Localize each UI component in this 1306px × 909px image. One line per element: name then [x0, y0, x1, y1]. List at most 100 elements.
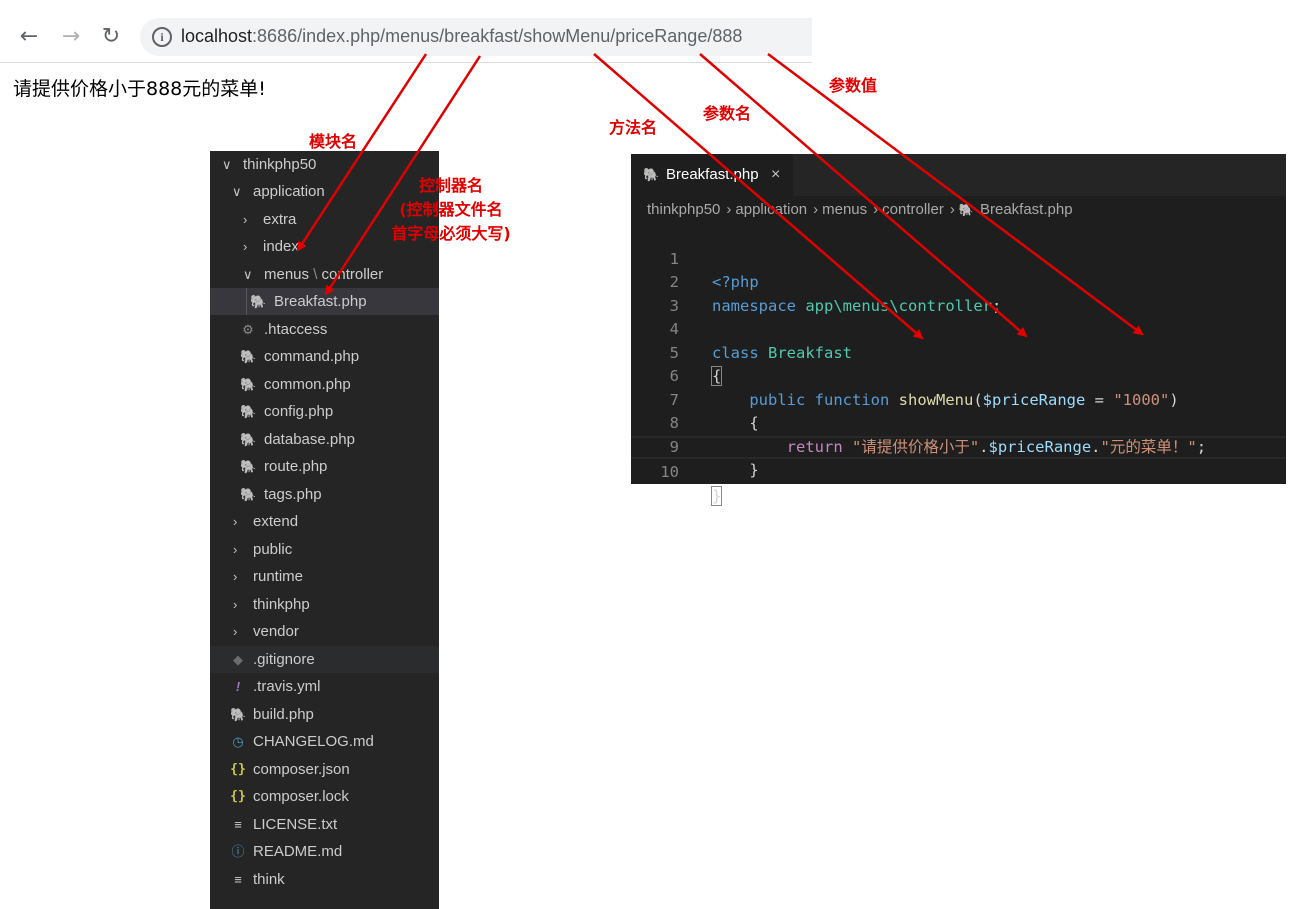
text-lines-icon: ≡ [234, 817, 242, 832]
tree-label: thinkphp50 [243, 156, 317, 173]
tree-file-htaccess[interactable]: ⚙ .htaccess [210, 316, 439, 343]
tree-label: tags.php [264, 486, 322, 503]
breadcrumb-item[interactable]: thinkphp50 [647, 201, 721, 218]
code-token: "1000" [1113, 390, 1170, 409]
annotation-line: 控制器名 [418, 176, 483, 195]
breadcrumb-item[interactable]: Breakfast.php [979, 201, 1073, 218]
page-output-text: 请提供价格小于888元的菜单! [13, 78, 266, 100]
tree-file-common-php[interactable]: 🐘 common.php [210, 371, 439, 398]
tree-folder-runtime[interactable]: › runtime [210, 563, 439, 590]
chevron-right-icon: › [243, 239, 248, 254]
tree-folder-vendor[interactable]: › vendor [210, 618, 439, 645]
tree-file-gitignore[interactable]: ◆ .gitignore [210, 646, 439, 673]
exclamation-icon: ! [235, 679, 241, 694]
tree-label: .gitignore [253, 651, 315, 668]
code-line: 8 return "请提供价格小于".$priceRange."元的菜单！"; [631, 389, 1286, 456]
chevron-right-icon: › [813, 201, 819, 218]
php-elephant-icon: 🐘 [250, 294, 267, 309]
tree-label: runtime [253, 568, 304, 585]
tree-label: .travis.yml [253, 678, 321, 695]
tree-label: database.php [264, 431, 355, 448]
code-token: . [979, 437, 989, 456]
code-token: = [1085, 390, 1114, 409]
tree-label: controller [321, 266, 384, 283]
breadcrumb-item[interactable]: application [735, 201, 808, 218]
tab-strip: 🐘 Breakfast.php × [631, 154, 1286, 196]
tree-file-database-php[interactable]: 🐘 database.php [210, 426, 439, 453]
annotation-line: 首字母必须大写) [391, 224, 511, 243]
code-line: 6 public function showMenu($priceRange =… [631, 342, 1286, 409]
reload-icon[interactable]: ↻ [101, 24, 121, 49]
tree-file-composer-lock[interactable]: {} composer.lock [210, 783, 439, 810]
code-token: } [710, 485, 723, 506]
tree-label: route.php [264, 458, 328, 475]
tree-file-breakfast-php[interactable]: 🐘 Breakfast.php [210, 288, 439, 315]
tree-label: Breakfast.php [274, 293, 367, 310]
file-explorer: ∨ thinkphp50 ∨ application › extra › ind… [210, 151, 439, 909]
tree-label: menus [264, 266, 310, 283]
code-token: . [1091, 437, 1101, 456]
back-arrow-icon[interactable]: ← [19, 24, 39, 49]
chevron-right-icon: › [233, 569, 238, 584]
address-bar[interactable]: i localhost:8686/index.php/menus/breakfa… [140, 18, 812, 56]
code-token: ; [1196, 437, 1207, 456]
code-token: ) [1169, 390, 1179, 409]
tree-file-config-php[interactable]: 🐘 config.php [210, 398, 439, 425]
chevron-down-icon: ∨ [243, 267, 253, 282]
close-icon[interactable]: × [771, 166, 781, 183]
text-lines-icon: ≡ [234, 872, 242, 887]
tree-folder-thinkphp[interactable]: › thinkphp [210, 591, 439, 618]
annotation-param-name: 参数名 [703, 104, 752, 123]
tree-file-composer-json[interactable]: {} composer.json [210, 756, 439, 783]
tree-folder-index[interactable]: › index [210, 233, 439, 260]
code-line: 1 <?php [631, 224, 1286, 292]
tree-label: extend [253, 513, 299, 530]
tree-label: thinkphp [253, 596, 310, 613]
tree-label: CHANGELOG.md [253, 733, 374, 750]
php-elephant-icon: 🐘 [240, 432, 257, 447]
tree-label: .htaccess [264, 321, 328, 338]
tree-file-travis-yml[interactable]: ! .travis.yml [210, 673, 439, 700]
code-line: 3 [631, 271, 1286, 315]
site-info-icon[interactable]: i [152, 27, 172, 47]
tree-file-build-php[interactable]: 🐘 build.php [210, 701, 439, 728]
chevron-right-icon: › [726, 201, 732, 218]
tree-folder-public[interactable]: › public [210, 536, 439, 563]
tab-breakfast-php[interactable]: 🐘 Breakfast.php × [631, 154, 793, 196]
tree-label: README.md [253, 843, 343, 860]
url-text[interactable]: localhost:8686/index.php/menus/breakfast… [181, 26, 742, 47]
line-number: 9 [669, 437, 679, 456]
tree-folder-extra[interactable]: › extra [210, 206, 439, 233]
tree-file-think[interactable]: ≡ think [210, 866, 439, 893]
tree-folder-extend[interactable]: › extend [210, 508, 439, 535]
code-line: 2 namespace app\menus\controller; [631, 248, 1286, 315]
breadcrumb-item[interactable]: menus [822, 201, 868, 218]
code-token: return [786, 437, 843, 456]
tree-file-command-php[interactable]: 🐘 command.php [210, 343, 439, 370]
php-elephant-icon: 🐘 [240, 349, 257, 364]
tree-label: vendor [253, 623, 299, 640]
tree-label: application [253, 183, 325, 200]
tree-file-changelog-md[interactable]: ◷ CHANGELOG.md [210, 728, 439, 755]
url-host: localhost [181, 26, 253, 46]
tree-file-readme-md[interactable]: ⓘ README.md [210, 838, 439, 865]
clock-icon: ◷ [232, 734, 244, 749]
php-elephant-icon: 🐘 [643, 167, 660, 182]
php-elephant-icon: 🐘 [240, 377, 257, 392]
tree-label: command.php [264, 348, 360, 365]
tree-file-tags-php[interactable]: 🐘 tags.php [210, 481, 439, 508]
tree-file-license-txt[interactable]: ≡ LICENSE.txt [210, 811, 439, 838]
path-separator: \ [309, 266, 322, 283]
forward-arrow-icon[interactable]: → [61, 24, 81, 49]
tree-file-route-php[interactable]: 🐘 route.php [210, 453, 439, 480]
tree-folder-menus-controller[interactable]: ∨ menus \ controller [210, 261, 439, 288]
line-number: 7 [669, 390, 679, 409]
code-token: "请提供价格小于" [852, 437, 980, 456]
chevron-right-icon: › [233, 624, 238, 639]
tree-label: composer.lock [253, 788, 349, 805]
breadcrumb-item[interactable]: controller [882, 201, 944, 218]
chevron-down-icon: ∨ [232, 184, 242, 199]
code-token: $priceRange [988, 437, 1092, 456]
code-token: { [749, 414, 759, 432]
code-line: 7 { [631, 365, 1286, 433]
